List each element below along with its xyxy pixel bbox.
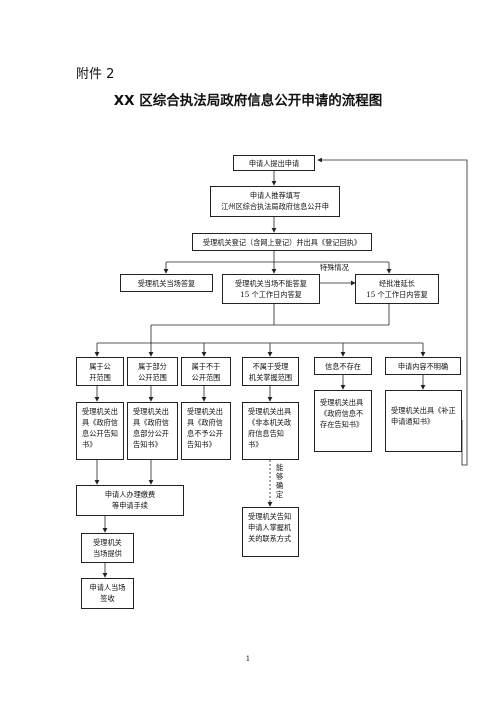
notice-not-public: 受理机关出具《政府信息不予公开告知书》 (181, 402, 231, 460)
category-not-owned: 不属于受理 机关掌握范围 (242, 357, 299, 386)
page-title: XX 区综合执法局政府信息公开申请的流程图 (113, 93, 383, 109)
label-special-case: 特殊情况 (320, 263, 349, 272)
notice-partial: 受理机关出具《政府信息部分公开告知书》 (127, 402, 178, 460)
page-number: 1 (245, 655, 251, 663)
label-can-determine: 能够确定 (276, 463, 284, 499)
step-extend: 经批准延长 15 个工作日内答复 (355, 274, 439, 304)
notice-info-missing: 受理机关出具《政府信息不存在告知书》 (314, 390, 372, 452)
category-info-missing: 信息不存在 (314, 357, 372, 375)
category-public: 属于公 开范围 (76, 357, 124, 386)
step-register: 受理机关登记（含网上登记）并出具《登记回执》 (192, 233, 372, 251)
category-unclear: 申请内容不明确 (385, 357, 461, 375)
step-reply-now: 受理机关当场答复 (120, 274, 213, 292)
step-provide-onsite: 受理机关 当场提供 (81, 533, 134, 563)
step-sign-receive: 申请人当场 签收 (81, 578, 134, 609)
notice-not-owned: 受理机关出具《非本机关政府信息告知书》 (242, 402, 299, 460)
step-submit-application: 申请人提出申请 (233, 155, 315, 171)
category-not-public: 属于不于 公开范围 (181, 357, 231, 386)
notice-public: 受理机关出具《政府信息公开告知书》 (76, 402, 124, 460)
step-fill-form: 申请人推荐填写 江州区综合执法局政府信息公开申 (210, 186, 340, 217)
step-pay-fees: 申请人办理缴费 等申请手续 (76, 485, 184, 516)
loop-back-line (317, 157, 468, 466)
category-partial: 属于部分 公开范围 (127, 357, 178, 386)
step-tell-contact: 受理机关告知申请人掌握机关的联系方式 (242, 507, 299, 557)
annex-label: 附件 2 (76, 67, 115, 82)
notice-supplement: 受理机关出具《补正申请通知书》 (385, 390, 462, 452)
step-reply-15-days: 受理机关当场不能答复 15 个工作日内答复 (222, 274, 320, 304)
